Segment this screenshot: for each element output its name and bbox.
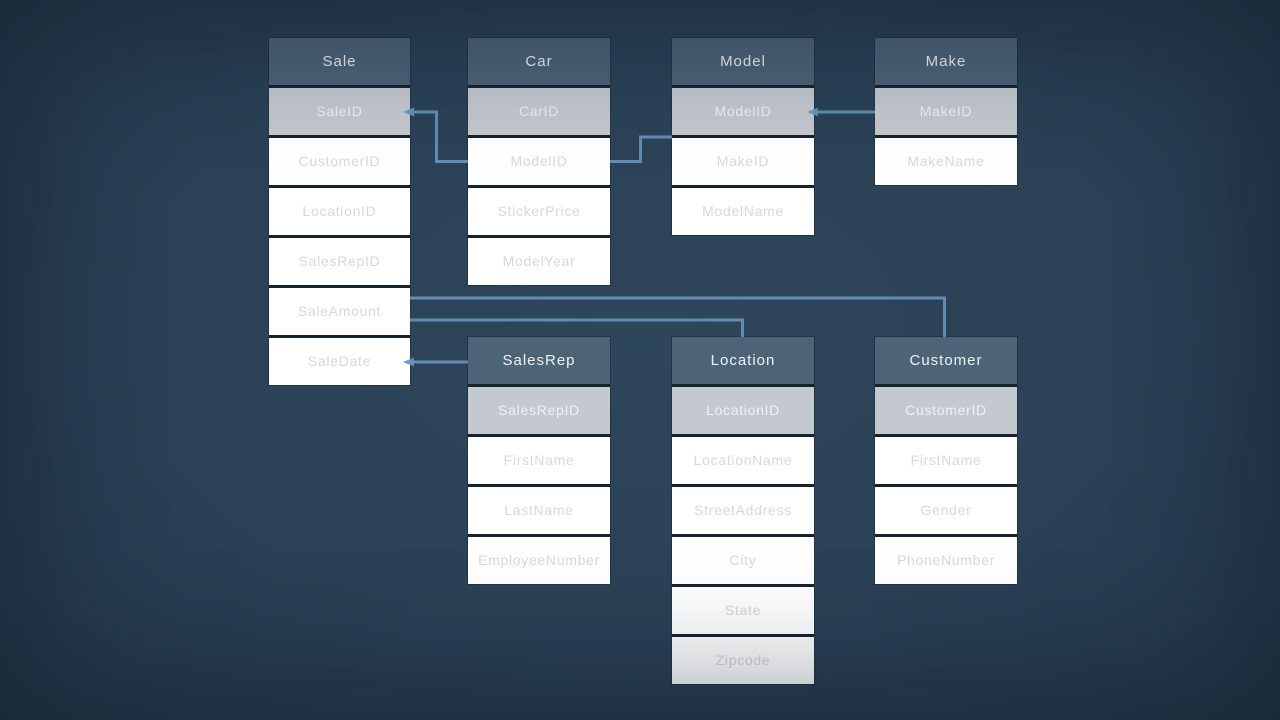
primary-key-row: MakeID: [875, 88, 1017, 135]
field-row: StickerPrice: [468, 188, 610, 235]
field-row: PhoneNumber: [875, 537, 1017, 584]
primary-key-row: CarID: [468, 88, 610, 135]
primary-key-row: CustomerID: [875, 387, 1017, 434]
connector-sale-to-car: [410, 110, 468, 163]
field-row: LocationName: [672, 437, 814, 484]
table-title: Sale: [269, 38, 410, 85]
field-row: State: [672, 587, 814, 634]
field-row: ModelID: [468, 138, 610, 185]
field-row: SalesRepID: [269, 238, 410, 285]
field-row: StreetAddress: [672, 487, 814, 534]
field-row: Zipcode: [672, 637, 814, 684]
table-title: Model: [672, 38, 814, 85]
field-row: SaleAmount: [269, 288, 410, 335]
field-row: CustomerID: [269, 138, 410, 185]
table-title: Make: [875, 38, 1017, 85]
connector-sale-to-customer: [410, 296, 946, 337]
primary-key-row: SaleID: [269, 88, 410, 135]
field-row: ModelYear: [468, 238, 610, 285]
field-row: FirstName: [468, 437, 610, 484]
field-row: LastName: [468, 487, 610, 534]
field-row: FirstName: [875, 437, 1017, 484]
primary-key-row: ModelID: [672, 88, 814, 135]
table-title: Customer: [875, 337, 1017, 384]
field-row: LocationID: [269, 188, 410, 235]
connector-car-to-model: [610, 135, 672, 163]
connector-sale-to-location: [410, 318, 744, 337]
field-row: ModelName: [672, 188, 814, 235]
primary-key-row: LocationID: [672, 387, 814, 434]
primary-key-row: SalesRepID: [468, 387, 610, 434]
field-row: Gender: [875, 487, 1017, 534]
table-title: SalesRep: [468, 337, 610, 384]
field-row: MakeName: [875, 138, 1017, 185]
table-title: Location: [672, 337, 814, 384]
field-row: City: [672, 537, 814, 584]
field-row: SaleDate: [269, 338, 410, 385]
field-row: EmployeeNumber: [468, 537, 610, 584]
field-row: MakeID: [672, 138, 814, 185]
table-title: Car: [468, 38, 610, 85]
